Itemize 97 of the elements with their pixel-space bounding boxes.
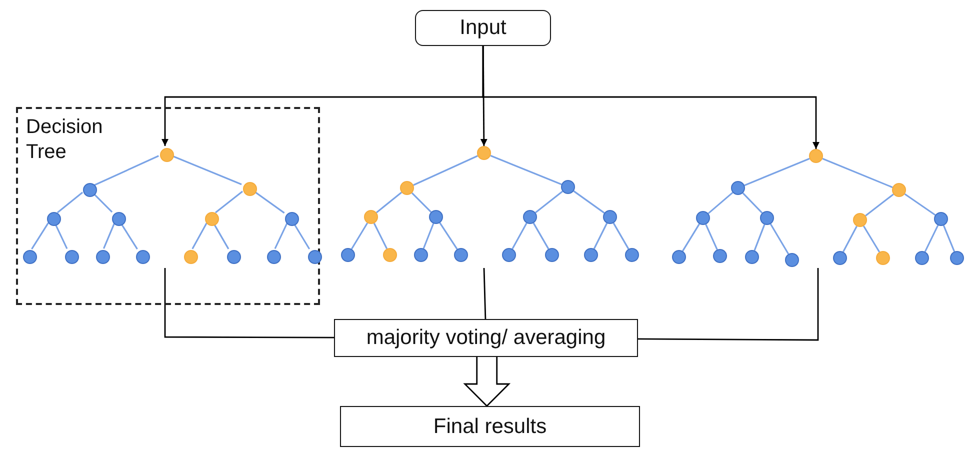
tree-branch <box>512 222 528 250</box>
tree-node-circle <box>713 249 727 263</box>
tree-node-circle <box>731 181 745 195</box>
tree-node-circle <box>112 212 126 226</box>
tree-node-circle <box>561 180 575 194</box>
tree-branch <box>490 154 562 186</box>
input-box: Input <box>415 10 551 46</box>
tree-branch <box>439 222 458 250</box>
tree-branch <box>171 154 242 186</box>
tree-node-circle <box>205 212 219 226</box>
tree-node-circle <box>760 211 774 225</box>
tree-branch <box>253 190 285 214</box>
tree-branch <box>292 222 310 250</box>
tree-node-circle <box>833 251 847 265</box>
tree-branch <box>31 222 49 250</box>
tree-node-circle <box>243 182 257 196</box>
tree-branch <box>120 222 138 250</box>
tree-node-circle <box>892 183 906 197</box>
tree-node-circle <box>23 250 37 264</box>
tree-branch <box>708 192 734 214</box>
process-box: Final results <box>340 406 640 447</box>
tree-node-circle <box>853 213 867 227</box>
connector-line <box>483 268 486 320</box>
tree-node-circle <box>267 250 281 264</box>
tree-branch <box>56 192 84 214</box>
arrow <box>480 46 488 146</box>
tree-node-circle <box>584 248 598 262</box>
tree-node-circle <box>915 251 929 265</box>
tree-branch <box>422 223 434 249</box>
tree-node-circle <box>745 250 759 264</box>
tree-node-circle <box>523 210 537 224</box>
connector-line <box>638 268 819 341</box>
tree-branch <box>215 190 243 214</box>
arrow <box>482 46 820 149</box>
tree-node-circle <box>414 248 428 262</box>
tree-node-circle <box>227 250 241 264</box>
tree-branch <box>192 222 208 250</box>
tree-branch <box>92 192 113 213</box>
dashed-frame <box>16 107 320 305</box>
tree-branch <box>924 224 939 252</box>
tree-branch <box>842 226 858 252</box>
tree-branch <box>94 155 159 186</box>
tree-branch <box>102 223 116 249</box>
frame-title: Decision Tree <box>26 115 104 165</box>
tree-branch <box>535 190 563 214</box>
tree-branch <box>212 222 230 250</box>
tree-node-circle <box>308 250 322 264</box>
tree-node-circle <box>285 212 299 226</box>
tree-branch <box>942 225 956 252</box>
tree-branch <box>742 192 763 214</box>
tree-node-circle <box>545 248 559 262</box>
block-arrow <box>463 356 511 407</box>
tree-node-circle <box>785 253 799 267</box>
tree-node-circle <box>502 248 516 262</box>
connector-line <box>164 268 334 338</box>
tree-branch <box>413 155 478 186</box>
tree-node-circle <box>136 250 150 264</box>
tree-node-circle <box>672 250 686 264</box>
tree-node-circle <box>876 251 890 265</box>
tree-node-circle <box>184 250 198 264</box>
tree-branch <box>754 224 766 251</box>
tree-branch <box>744 158 810 186</box>
tree-node-circle <box>454 248 468 262</box>
tree-node-circle <box>696 211 710 225</box>
process-box: majority voting/ averaging <box>334 319 638 357</box>
tree-branch <box>411 192 432 213</box>
tree-branch <box>532 222 550 250</box>
tree-branch <box>274 222 288 250</box>
tree-branch <box>350 222 368 250</box>
tree-branch <box>705 224 718 250</box>
tree-branch <box>862 226 880 252</box>
tree-branch <box>612 222 630 250</box>
tree-branch <box>593 222 608 250</box>
tree-branch <box>373 222 388 250</box>
tree-node-circle <box>96 250 110 264</box>
tree-branch <box>573 190 605 214</box>
tree-branch <box>682 224 700 252</box>
tree-node-circle <box>400 181 414 195</box>
tree-branch <box>770 224 790 254</box>
tree-node-circle <box>429 210 443 224</box>
tree-node-circle <box>65 250 79 264</box>
tree-branch <box>376 192 402 214</box>
tree-branch <box>822 158 893 188</box>
tree-node-circle <box>477 146 491 160</box>
tree-node-circle <box>934 212 948 226</box>
tree-node-circle <box>950 251 964 265</box>
tree-node-circle <box>83 183 97 197</box>
tree-branch <box>904 193 936 216</box>
tree-node-circle <box>160 148 174 162</box>
tree-node-circle <box>603 210 617 224</box>
tree-node-circle <box>809 149 823 163</box>
tree-branch <box>865 194 894 216</box>
tree-node-circle <box>47 212 61 226</box>
tree-node-circle <box>364 210 378 224</box>
tree-node-circle <box>383 248 397 262</box>
tree-node-circle <box>341 248 355 262</box>
tree-node-circle <box>625 248 639 262</box>
